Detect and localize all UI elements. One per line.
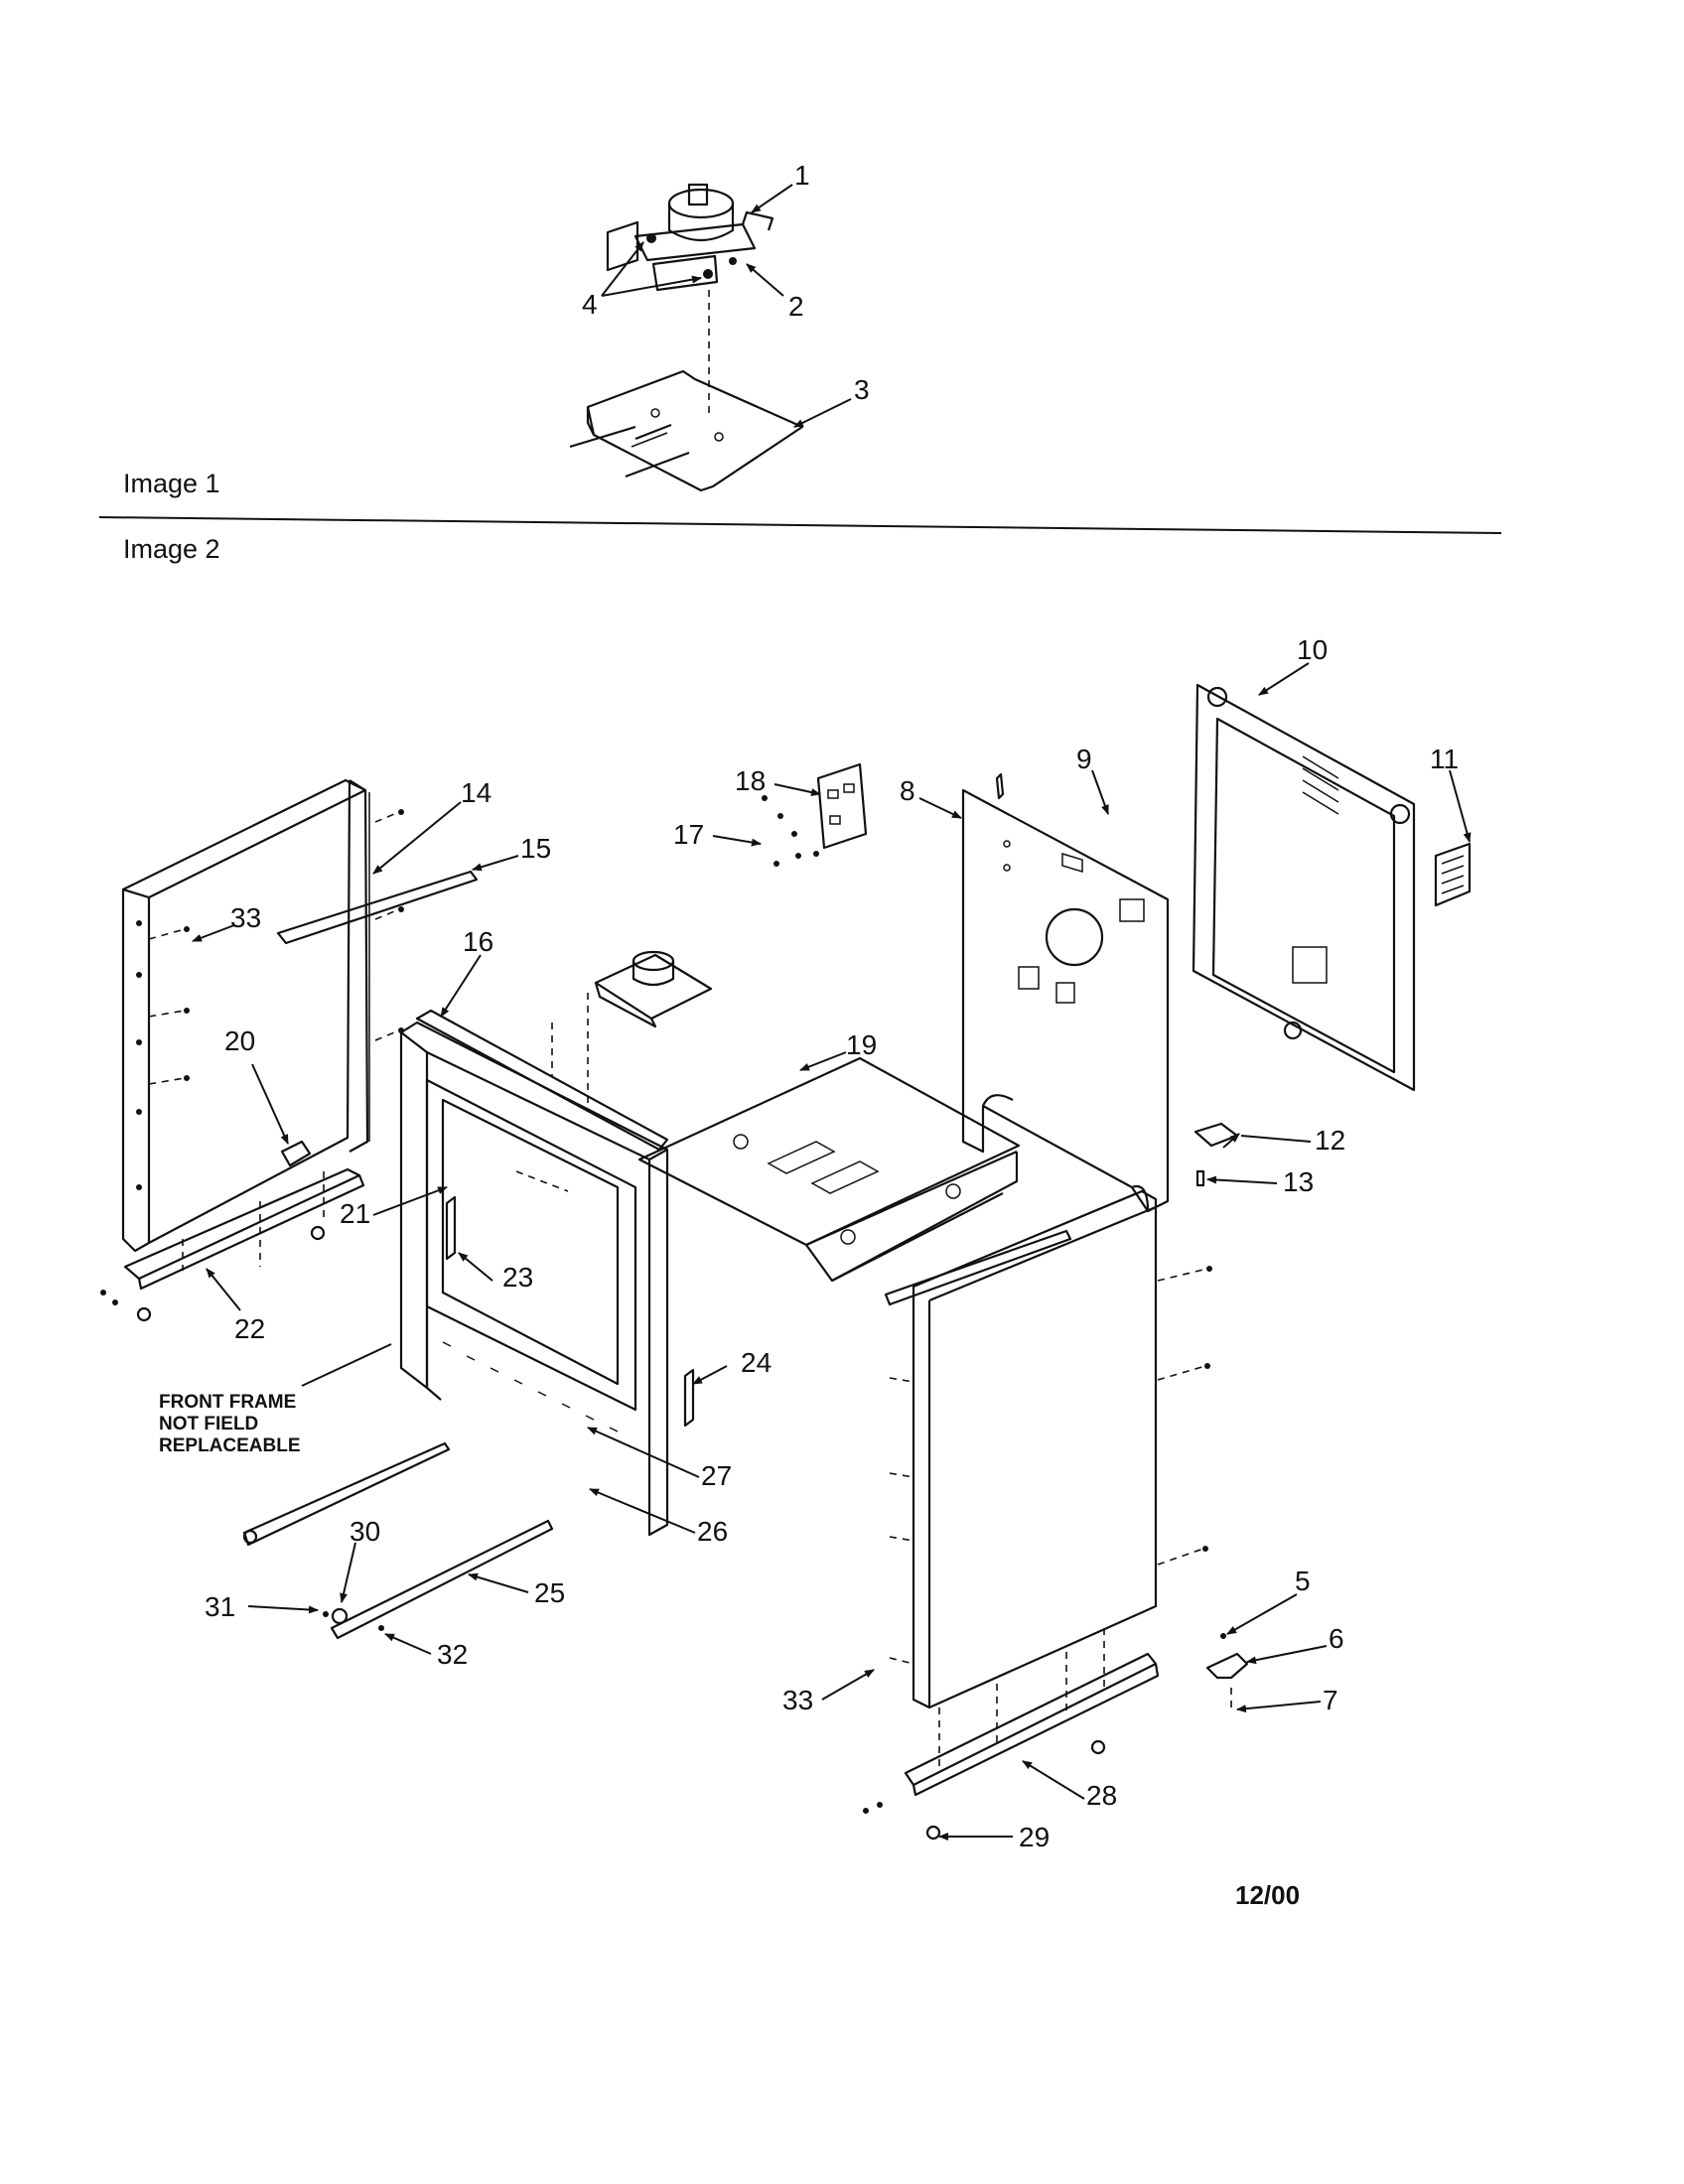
callout-8: 8	[900, 775, 915, 806]
callout-21: 21	[340, 1198, 370, 1229]
date-code: 12/00	[1235, 1880, 1300, 1910]
callout-29: 29	[1019, 1822, 1050, 1852]
callout-18: 18	[735, 765, 766, 796]
callout-27: 27	[701, 1460, 732, 1491]
callout-32: 32	[437, 1639, 468, 1670]
callout-23: 23	[502, 1262, 533, 1293]
callout-7: 7	[1323, 1685, 1338, 1715]
callout-15: 15	[520, 833, 551, 864]
mounting-plate-part	[569, 369, 804, 492]
timer-bracket-part	[606, 220, 737, 292]
callout-3: 3	[854, 374, 870, 405]
top-strip-16-part	[415, 1009, 669, 1152]
left-side-panel	[121, 778, 404, 1253]
right-bottom-rail	[863, 1652, 1160, 1841]
callout-12: 12	[1315, 1125, 1345, 1156]
callout-6: 6	[1329, 1623, 1344, 1654]
callout-30: 30	[350, 1516, 380, 1547]
section-divider	[98, 516, 1502, 534]
callout-19: 19	[846, 1029, 877, 1060]
callout-16: 16	[463, 926, 493, 957]
callout-26: 26	[697, 1516, 728, 1547]
callout-20: 20	[224, 1025, 255, 1056]
callout-22: 22	[234, 1313, 265, 1344]
front-frame	[399, 1021, 695, 1537]
left-bottom-rail	[100, 1167, 365, 1322]
bottom-pan	[637, 1056, 1021, 1283]
callout-9: 9	[1076, 744, 1092, 774]
callout-33b: 33	[782, 1685, 813, 1715]
callout-5: 5	[1295, 1566, 1311, 1596]
image2-label: Image 2	[123, 534, 220, 564]
image1-assembly: 1 2 3 4	[569, 160, 870, 492]
strip-15-part	[276, 870, 479, 945]
right-side-panel	[884, 1189, 1212, 1767]
bracket-6-part	[1205, 1652, 1249, 1680]
callout-24: 24	[741, 1347, 772, 1378]
part-13	[1195, 1169, 1205, 1187]
note-line-3: REPLACEABLE	[159, 1435, 301, 1456]
callout-14: 14	[461, 777, 491, 808]
lower-rails	[242, 1441, 554, 1640]
part-12	[1193, 1122, 1239, 1148]
callout-31: 31	[205, 1591, 235, 1622]
control-board	[762, 762, 868, 867]
callout-2: 2	[788, 291, 804, 322]
callout-33a: 33	[230, 902, 261, 933]
note-line-1: FRONT FRAME	[159, 1392, 296, 1413]
image1-label: Image 1	[123, 469, 220, 498]
clock-motor-part	[633, 183, 774, 262]
note-line-2: NOT FIELD	[159, 1414, 258, 1434]
callout-17: 17	[673, 819, 704, 850]
rear-panel	[961, 772, 1170, 1213]
callout-13: 13	[1283, 1166, 1314, 1197]
callout-11: 11	[1430, 744, 1459, 774]
callout-1: 1	[794, 160, 810, 191]
callout-28: 28	[1086, 1780, 1117, 1811]
callout-10: 10	[1297, 634, 1328, 665]
callout-25: 25	[534, 1577, 565, 1608]
callout-4: 4	[582, 289, 598, 320]
rear-cover	[1192, 683, 1416, 1092]
vent-cover	[1434, 842, 1472, 907]
cabinet-timer	[551, 950, 713, 1112]
